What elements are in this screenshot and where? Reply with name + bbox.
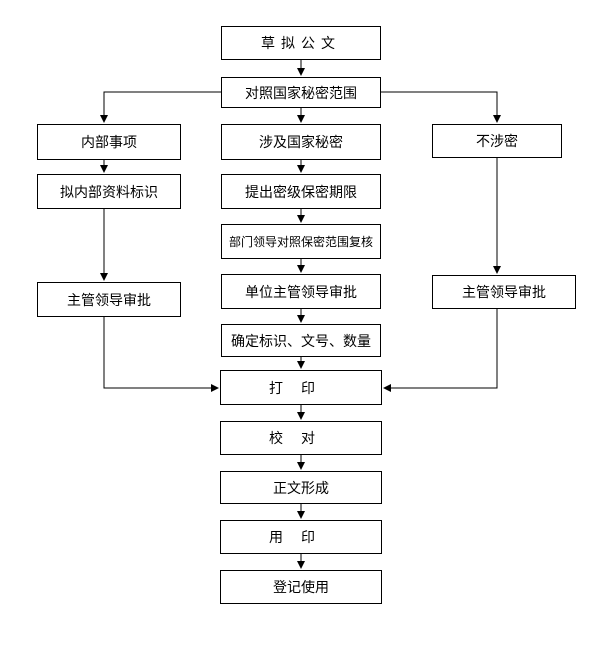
node-mark-internal: 拟内部资料标识 <box>37 174 181 209</box>
node-label: 不涉密 <box>476 134 518 150</box>
node-label: 打印 <box>269 380 333 397</box>
node-supervisor-approval-left: 主管领导审批 <box>37 282 181 317</box>
node-label: 对照国家秘密范围 <box>245 85 357 102</box>
node-label: 正文形成 <box>273 480 329 497</box>
node-label: 草拟公文 <box>261 36 341 52</box>
arrow-scope-to-notsecret <box>381 91 501 123</box>
node-label: 提出密级保密期限 <box>245 184 357 201</box>
node-proofread: 校对 <box>220 421 382 455</box>
node-label: 确定标识、文号、数量 <box>231 333 371 350</box>
node-unit-approval: 单位主管领导审批 <box>221 274 381 309</box>
node-print: 打印 <box>220 370 382 405</box>
node-label: 内部事项 <box>81 135 137 151</box>
arrow-scope-to-internal <box>100 91 221 123</box>
node-seal: 用印 <box>220 520 382 554</box>
node-final-text: 正文形成 <box>220 471 382 504</box>
node-label: 校对 <box>269 431 333 447</box>
node-not-secret: 不涉密 <box>432 124 562 158</box>
node-internal-matter: 内部事项 <box>37 124 181 160</box>
node-label: 主管领导审批 <box>67 292 151 309</box>
node-confirm-marks: 确定标识、文号、数量 <box>221 324 381 357</box>
node-draft: 草拟公文 <box>221 26 381 60</box>
node-label: 涉及国家秘密 <box>259 135 343 151</box>
node-label: 用印 <box>269 530 333 546</box>
arrow-right-approval-to-print <box>383 309 498 392</box>
node-label: 部门领导对照保密范围复核 <box>228 235 373 249</box>
node-propose-level: 提出密级保密期限 <box>221 174 381 209</box>
node-label: 登记使用 <box>273 580 329 596</box>
node-supervisor-approval-right: 主管领导审批 <box>432 275 576 309</box>
node-check-scope: 对照国家秘密范围 <box>221 77 381 108</box>
arrow-left-approval-to-print <box>103 317 219 392</box>
node-label: 单位主管领导审批 <box>245 284 357 301</box>
node-involves-secret: 涉及国家秘密 <box>221 124 381 160</box>
node-register: 登记使用 <box>220 570 382 604</box>
node-dept-review: 部门领导对照保密范围复核 <box>221 224 381 259</box>
node-label: 主管领导审批 <box>462 285 546 301</box>
node-label: 拟内部资料标识 <box>60 184 158 201</box>
